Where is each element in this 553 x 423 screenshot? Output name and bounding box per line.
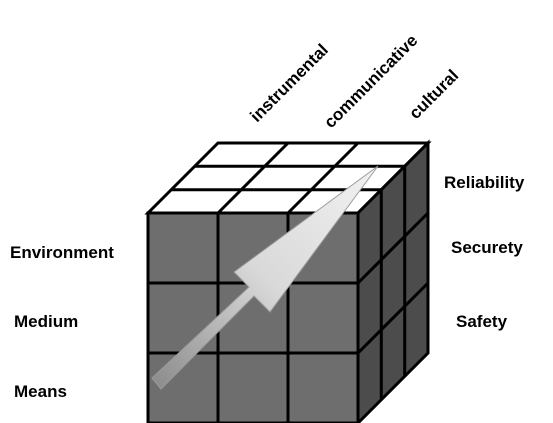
right-label-securety: Securety [451, 238, 523, 257]
cube-front-face [146, 211, 360, 423]
right-label-reliability: Reliability [444, 173, 525, 192]
left-label-environment: Environment [10, 243, 114, 262]
top-label-communicative: communicative [320, 31, 421, 132]
diagonal-arrow-icon [151, 165, 379, 390]
top-label-cultural: cultural [405, 66, 462, 123]
right-label-safety: Safety [456, 312, 508, 331]
top-label-instrumental: instrumental [246, 40, 332, 126]
left-label-means: Means [14, 382, 67, 401]
cube [144, 139, 432, 423]
left-label-medium: Medium [14, 312, 78, 331]
cube-right-grid [356, 166, 430, 400]
